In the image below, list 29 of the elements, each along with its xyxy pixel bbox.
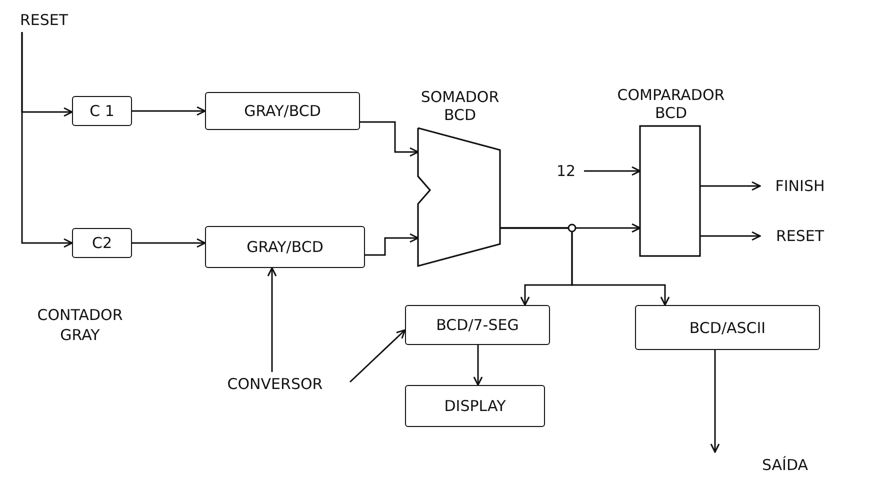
arrow — [700, 231, 761, 241]
signal-label: RESET — [4, 8, 84, 32]
block-box: BCD/7-SEG — [405, 305, 550, 345]
signal-label: 12 — [548, 160, 584, 182]
arrow — [700, 181, 761, 191]
signal-label: CONVERSOR — [200, 372, 350, 396]
arrow — [267, 267, 277, 372]
caption: CONTADOR GRAY — [36, 305, 124, 345]
arrow — [360, 121, 419, 157]
arrow — [473, 345, 483, 386]
block-box: C2 — [72, 228, 132, 258]
block-box: GRAY/BCD — [205, 92, 360, 130]
block-box: DISPLAY — [405, 385, 545, 427]
arrow — [132, 238, 206, 248]
arrow — [349, 329, 406, 383]
block-box: GRAY/BCD — [205, 226, 365, 268]
signal-label: SAÍDA — [745, 452, 825, 478]
signal-label: RESET — [760, 224, 840, 248]
signal-label: FINISH — [760, 174, 840, 198]
arrow — [365, 233, 419, 256]
arrow — [710, 350, 720, 453]
arrow — [500, 227, 670, 306]
arrow — [584, 166, 641, 176]
arrow — [21, 32, 73, 248]
arrow — [132, 106, 206, 116]
block-title: SOMADOR BCD — [420, 88, 500, 124]
block-box: C 1 — [72, 96, 132, 126]
block-title: COMPARADOR BCD — [616, 86, 726, 122]
block-box: BCD/ASCII — [635, 305, 820, 350]
